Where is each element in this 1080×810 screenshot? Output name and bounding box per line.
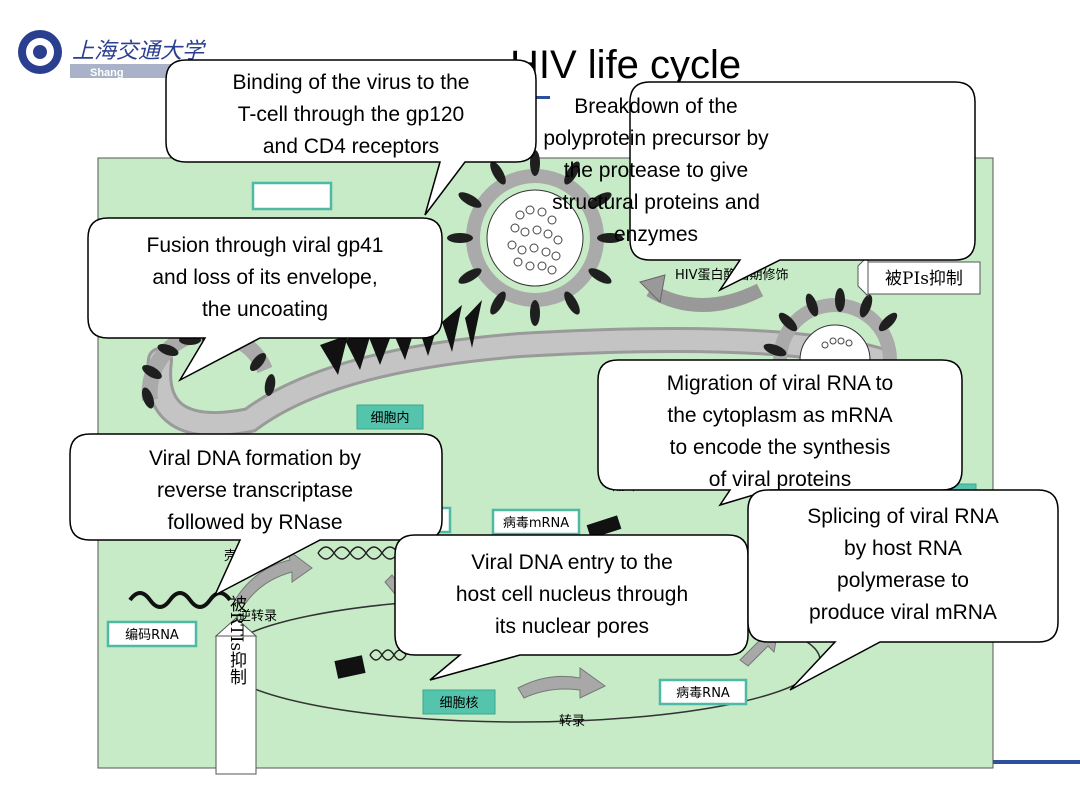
bubble-binding-line-1: Binding of the virus to the bbox=[233, 71, 470, 94]
bubble-breakdown-line-3: the protease to give bbox=[564, 159, 748, 182]
host-dna-block bbox=[334, 655, 366, 679]
bubble-entry: Viral DNA entry to the host cell nucleus… bbox=[394, 534, 749, 681]
svg-text:被RTIs抑制: 被RTIs抑制 bbox=[226, 595, 247, 685]
label-pi-inhibit: 被PIs抑制 bbox=[857, 254, 981, 298]
bubble-breakdown-line-2: polyprotein precursor by bbox=[543, 127, 769, 150]
label-encoding-rna: 编码RNA bbox=[125, 628, 179, 643]
bubble-binding-line-2: T-cell through the gp120 bbox=[238, 103, 465, 126]
bubble-splicing-line-4: produce viral mRNA bbox=[809, 601, 997, 624]
bubble-migration-line-2: the cytoplasm as mRNA bbox=[667, 404, 892, 427]
bubble-breakdown-line-5: enzymes bbox=[614, 223, 698, 246]
page-title: HIV life cycle bbox=[510, 43, 741, 87]
bubble-breakdown: Breakdown of the polyprotein precursor b… bbox=[543, 81, 976, 292]
bubble-viral-dna-line-1: Viral DNA formation by bbox=[149, 447, 362, 470]
label-viral-mrna: 病毒mRNA bbox=[503, 516, 569, 531]
bubble-splicing-line-1: Splicing of viral RNA bbox=[807, 505, 998, 528]
bubble-migration: Migration of viral RNA to the cytoplasm … bbox=[597, 359, 963, 507]
label-viral-rna-box bbox=[658, 678, 748, 706]
label-reverse-transcription: 逆转录 bbox=[238, 608, 277, 624]
bubble-binding: Binding of the virus to the T-cell throu… bbox=[165, 59, 537, 216]
bubble-migration-line-3: to encode the synthesis bbox=[670, 436, 891, 459]
label-encoding-rna-box bbox=[106, 620, 198, 648]
footer-rule bbox=[990, 760, 1080, 764]
bubble-splicing-line-2: by host RNA bbox=[844, 537, 962, 560]
bubble-fusion: Fusion through viral gp41 and loss of it… bbox=[87, 217, 443, 382]
bubble-viral-dna-line-3: followed by RNase bbox=[167, 511, 342, 534]
bubble-breakdown-line-1: Breakdown of the bbox=[574, 95, 737, 118]
bubble-migration-line-4: of viral proteins bbox=[709, 468, 851, 491]
label-nucleus-box bbox=[422, 689, 496, 715]
logo-school-en: Shang bbox=[90, 67, 124, 79]
label-rti-inhibit: 被RTIs抑制 bbox=[214, 595, 258, 775]
bubble-splicing-line-3: polymerase to bbox=[837, 569, 969, 592]
label-viral-mrna-box bbox=[491, 508, 581, 536]
label-viral-rna: 病毒RNA bbox=[676, 686, 730, 701]
virus-budding-immature bbox=[763, 288, 898, 361]
virus-budding-mature bbox=[447, 150, 623, 326]
bubble-entry-line-1: Viral DNA entry to the bbox=[471, 551, 673, 574]
bubble-fusion-line-1: Fusion through viral gp41 bbox=[147, 234, 384, 257]
svg-text:被PIs抑制: 被PIs抑制 bbox=[885, 269, 963, 289]
bubble-splicing: Splicing of viral RNA by host RNA polyme… bbox=[747, 489, 1059, 691]
bubble-fusion-line-2: and loss of its envelope, bbox=[152, 266, 377, 289]
label-intracellular-box bbox=[356, 404, 424, 430]
label-nucleus: 细胞核 bbox=[439, 696, 478, 711]
bubble-migration-line-1: Migration of viral RNA to bbox=[667, 372, 893, 395]
label-intracellular: 细胞内 bbox=[370, 410, 409, 426]
bubble-viral-dna-line-2: reverse transcriptase bbox=[157, 479, 353, 502]
bubble-entry-line-3: its nuclear pores bbox=[495, 615, 649, 638]
bubble-fusion-line-3: the uncoating bbox=[202, 298, 328, 321]
bubble-breakdown-line-4: structural proteins and bbox=[552, 191, 760, 214]
bubble-entry-line-2: host cell nucleus through bbox=[456, 583, 688, 606]
label-transcription: 转录 bbox=[559, 714, 585, 729]
bubble-binding-line-3: and CD4 receptors bbox=[263, 135, 439, 158]
viral-rna-strand bbox=[128, 591, 232, 609]
empty-label-box bbox=[251, 181, 333, 211]
ribosome-block bbox=[586, 515, 622, 539]
bubble-viral-dna: Viral DNA formation by reverse transcrip… bbox=[69, 433, 443, 597]
